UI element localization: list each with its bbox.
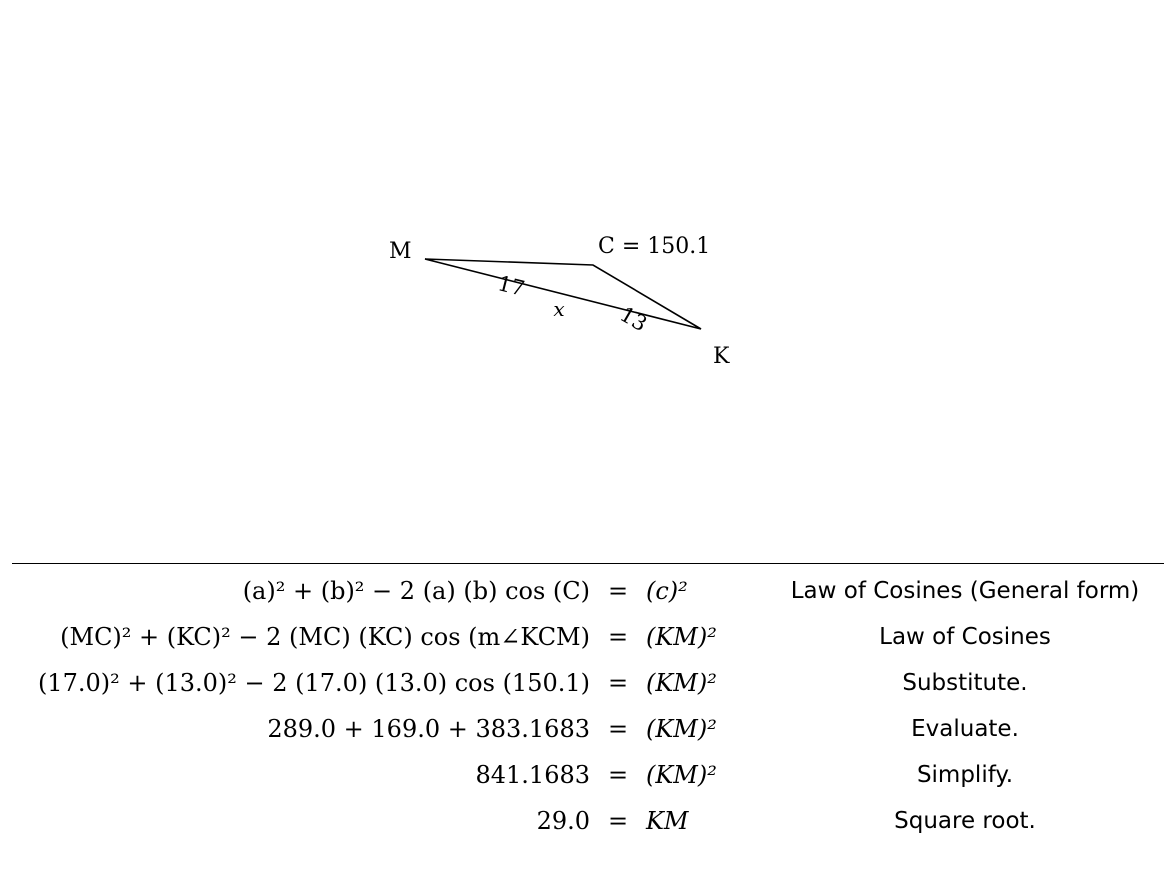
proof-reason: Law of Cosines (General form) bbox=[790, 578, 1140, 604]
angle-c-label: C = 150.1 bbox=[598, 234, 710, 259]
side-kc-label: 13 bbox=[616, 302, 651, 336]
triangle-diagram: M K C = 150.1 17 13 x bbox=[389, 234, 730, 369]
proof-lhs: (17.0)² + (13.0)² − 2 (17.0) (13.0) cos … bbox=[37, 669, 590, 697]
proof-lhs: (MC)² + (KC)² − 2 (MC) (KC) cos (m∠KCM) bbox=[60, 623, 590, 651]
proof-reason: Square root. bbox=[894, 808, 1036, 834]
proof-row: (17.0)² + (13.0)² − 2 (17.0) (13.0) cos … bbox=[12, 660, 1164, 706]
proof-reason: Simplify. bbox=[916, 762, 1014, 788]
proof-reason: Evaluate. bbox=[911, 716, 1019, 742]
proof-row: (MC)² + (KC)² − 2 (MC) (KC) cos (m∠KCM) … bbox=[12, 614, 1164, 660]
proof-row: 29.0 = KM Square root. bbox=[12, 798, 1164, 844]
proof-equals: = bbox=[607, 715, 629, 743]
proof-reason: Substitute. bbox=[902, 670, 1028, 696]
proof-rhs: (c)² bbox=[646, 577, 688, 605]
vertex-m-label: M bbox=[389, 239, 412, 264]
proof-rhs: (KM)² bbox=[646, 761, 717, 789]
proof-rhs: (KM)² bbox=[646, 669, 717, 697]
proof-rhs: (KM)² bbox=[646, 715, 717, 743]
proof-equals: = bbox=[607, 577, 629, 605]
proof-lhs: (a)² + (b)² − 2 (a) (b) cos (C) bbox=[242, 577, 590, 605]
vertex-k-label: K bbox=[713, 344, 730, 369]
side-mk-label: x bbox=[553, 297, 564, 321]
proof-equals: = bbox=[607, 669, 629, 697]
divider-rule bbox=[12, 563, 1164, 564]
proof-equals: = bbox=[607, 623, 629, 651]
proof-equals: = bbox=[607, 807, 629, 835]
proof-lhs: 841.1683 bbox=[475, 761, 590, 789]
triangle-mck bbox=[424, 258, 702, 330]
proof-rhs: KM bbox=[646, 807, 689, 835]
law-of-cosines-proof-table: (a)² + (b)² − 2 (a) (b) cos (C) = (c)² L… bbox=[12, 568, 1164, 844]
proof-row: 841.1683 = (KM)² Simplify. bbox=[12, 752, 1164, 798]
proof-equals: = bbox=[607, 761, 629, 789]
proof-row: (a)² + (b)² − 2 (a) (b) cos (C) = (c)² L… bbox=[12, 568, 1164, 614]
proof-rhs: (KM)² bbox=[646, 623, 717, 651]
proof-row: 289.0 + 169.0 + 383.1683 = (KM)² Evaluat… bbox=[12, 706, 1164, 752]
proof-lhs: 29.0 bbox=[536, 807, 590, 835]
side-mc-label: 17 bbox=[495, 271, 527, 301]
proof-lhs: 289.0 + 169.0 + 383.1683 bbox=[267, 715, 590, 743]
proof-reason: Law of Cosines bbox=[879, 624, 1051, 650]
